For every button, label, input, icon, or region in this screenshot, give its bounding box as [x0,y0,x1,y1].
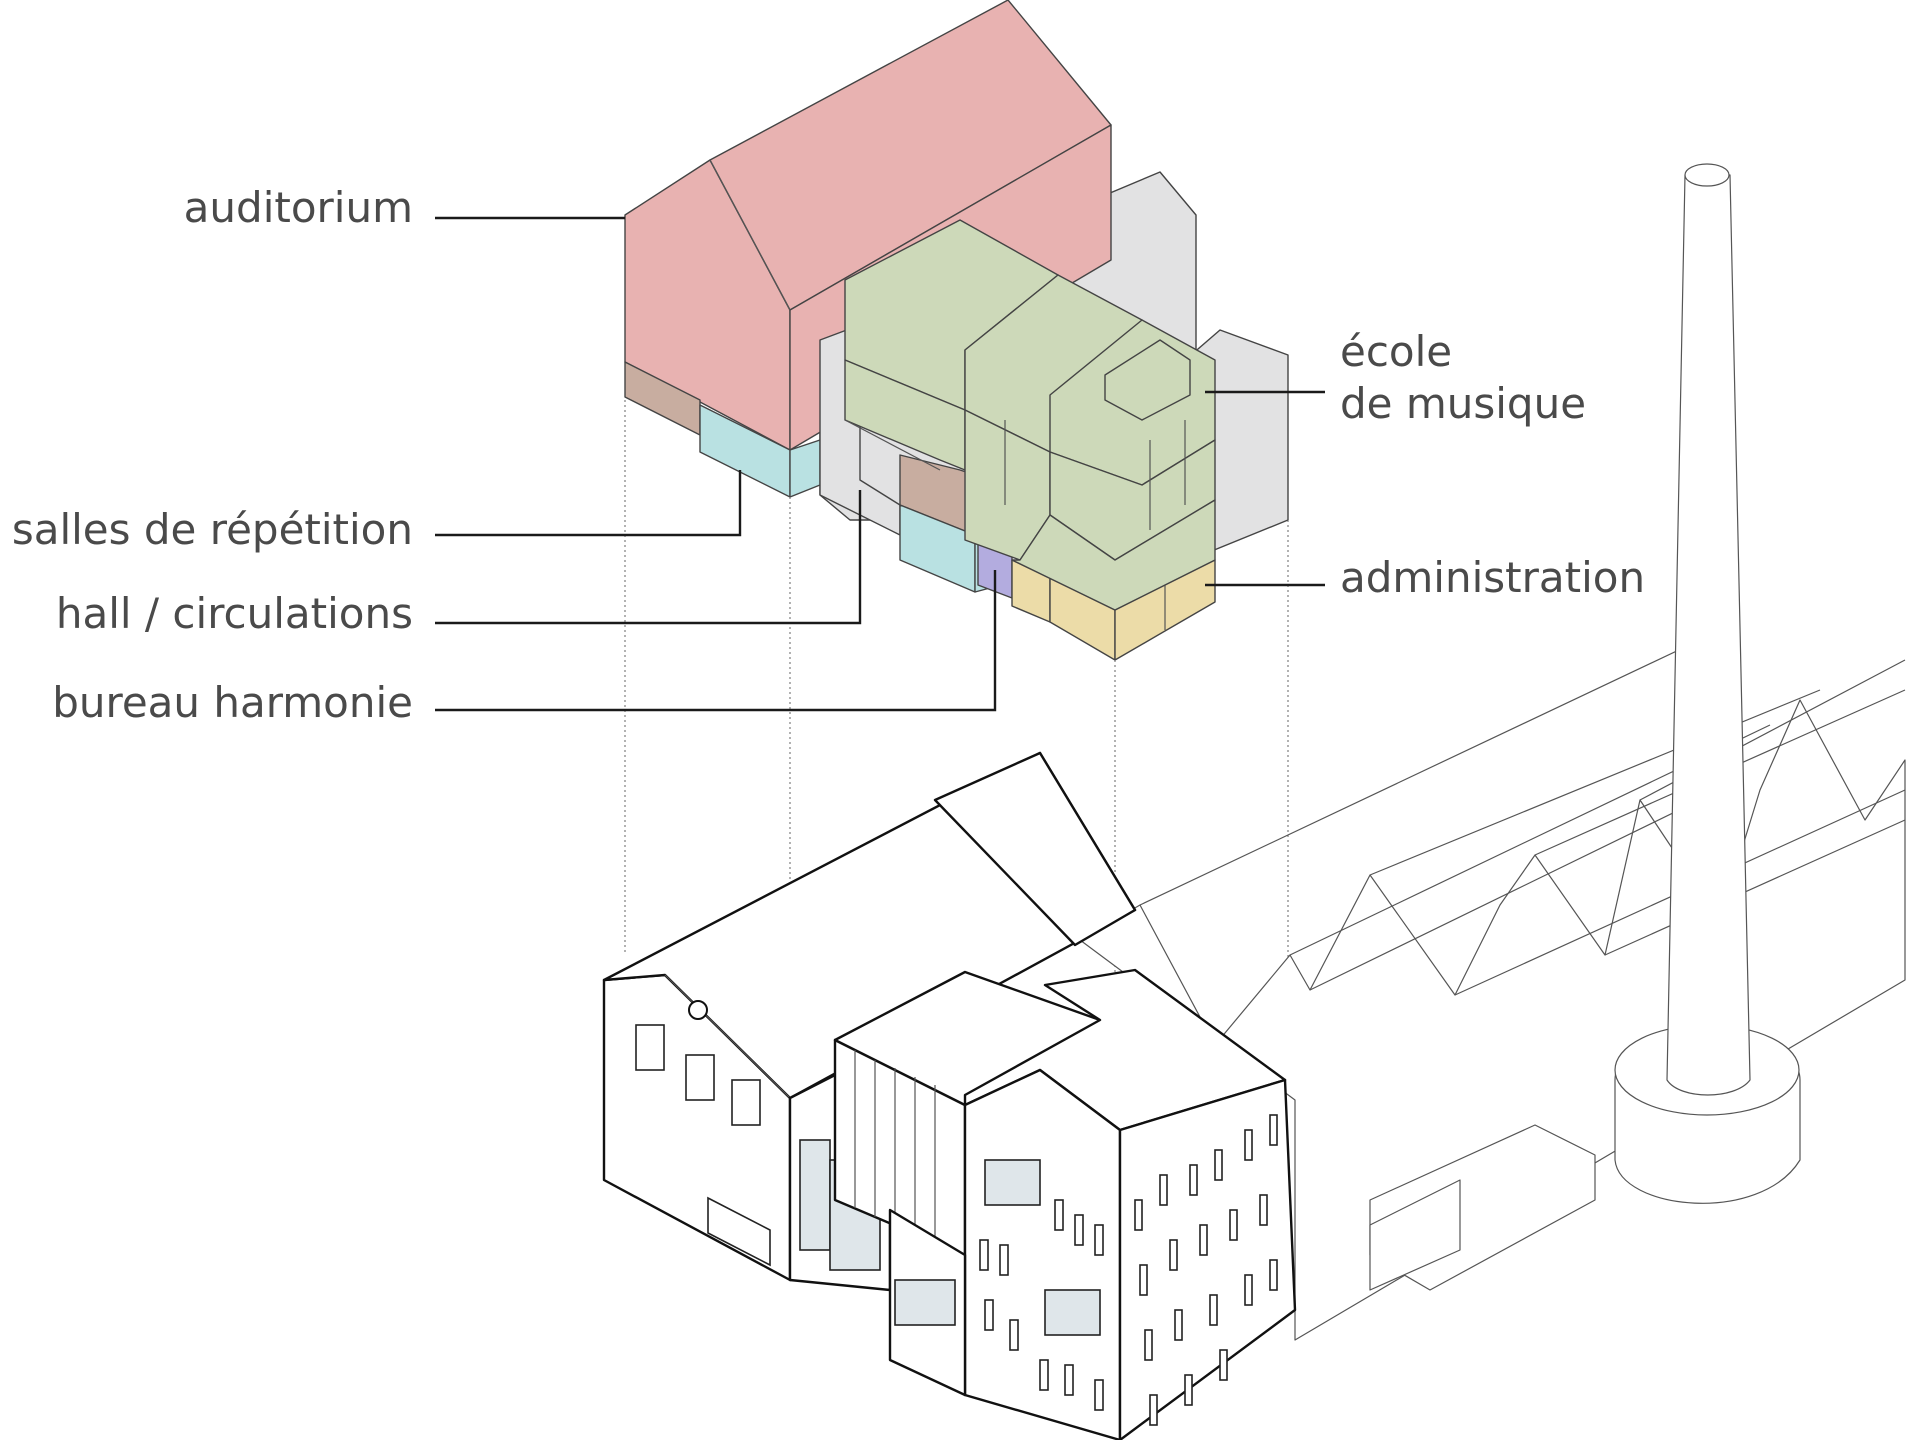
leader-salles [435,470,742,537]
oculus-window [688,1000,708,1020]
side-slot-15 [1244,1274,1253,1306]
old-building-ridge [664,974,791,1099]
chimney-top [1684,163,1730,187]
label-salles-de-repetition: salles de répétition [12,505,413,554]
factory-building [1079,163,1906,1341]
side-slot-3 [1189,1164,1198,1196]
front-slot-8 [1039,1359,1049,1391]
old-arched-window-1 [635,1024,665,1071]
label-administration: administration [1340,553,1645,602]
side-slot-5 [1244,1129,1253,1161]
old-arched-window-3 [731,1079,761,1126]
front-window-large-3 [894,1279,956,1326]
front-slot-5 [1094,1224,1104,1256]
label-ecole-line2: de musique [1340,379,1586,428]
ribbed-volume-ribs [854,1050,936,1242]
label-auditorium: auditorium [184,183,413,232]
factory-sawtooth-roof [1079,699,1906,1341]
side-slot-18 [1184,1374,1193,1406]
program-volumes [624,0,1289,661]
side-slot-13 [1174,1309,1183,1341]
chimney-shaft [1666,174,1751,1096]
side-slot-1 [1134,1199,1143,1231]
new-block-side [1118,1078,1297,1440]
side-slot-12 [1144,1329,1153,1361]
side-slot-4 [1214,1149,1223,1181]
ecole-block-lower-left [844,359,966,471]
side-slot-9 [1199,1224,1208,1256]
leader-hall [435,490,862,625]
leader-bureau [435,570,997,712]
old-arched-window-2 [685,1054,715,1101]
label-ecole-line1: école [1340,327,1452,376]
side-slot-10 [1229,1209,1238,1241]
front-slot-4 [1074,1214,1084,1246]
front-slot-2 [999,1244,1009,1276]
ecole-block-small-top [1104,339,1191,421]
glass-hall-pane-1 [799,1139,831,1251]
salles-volume-left-side [789,439,821,498]
side-slot-11 [1259,1194,1268,1226]
side-slot-17 [1149,1394,1158,1426]
old-building-roof-right [933,751,1137,947]
side-slot-19 [1219,1349,1228,1381]
label-bureau-harmonie: bureau harmonie [52,678,413,727]
old-building-door [707,1196,771,1267]
side-slot-2 [1159,1174,1168,1206]
labels: auditorium salles de répétition hall / c… [12,183,1645,727]
front-slot-10 [1094,1379,1104,1411]
front-slot-1 [979,1239,989,1271]
side-slot-14 [1209,1294,1218,1326]
front-slot-6 [984,1299,994,1331]
side-slot-6 [1269,1114,1278,1146]
front-window-large-1 [984,1159,1041,1206]
side-slot-7 [1139,1264,1148,1296]
side-slot-8 [1169,1239,1178,1271]
ecole-joint-4 [844,419,941,471]
main-building [602,751,1297,1440]
factory-box-small [1369,1179,1461,1291]
new-block-side-windows [1134,1114,1278,1426]
front-slot-3 [1054,1199,1064,1231]
front-slot-7 [1009,1319,1019,1351]
front-slot-9 [1064,1364,1074,1396]
ecole-block-bottom [1011,499,1216,611]
leader-lines [435,216,1325,712]
label-hall-circulations: hall / circulations [56,589,413,638]
side-slot-16 [1269,1259,1278,1291]
auditorium-ridge-edge [709,159,791,311]
new-block-front-windows [894,1159,1104,1411]
front-window-large-2 [1044,1289,1101,1336]
